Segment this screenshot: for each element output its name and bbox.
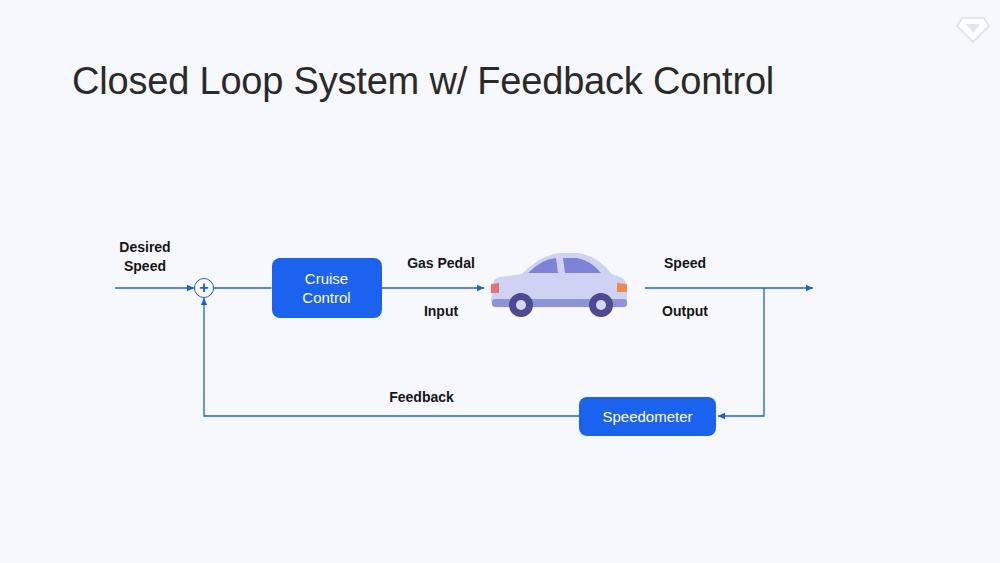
input-wire <box>381 287 484 288</box>
node-text: Speedometer <box>602 407 692 426</box>
logo-shape <box>957 18 989 42</box>
sensor-box: Speedometer <box>579 397 716 436</box>
wheel-hub <box>516 300 526 310</box>
sensor-wire <box>718 288 764 416</box>
wheel-hub <box>596 300 606 310</box>
node-text: + <box>199 280 208 296</box>
wheel <box>509 293 533 317</box>
node-text: Cruise Control <box>282 269 372 307</box>
head-light <box>617 283 627 292</box>
wheel <box>589 293 613 317</box>
process-box: Cruise Control <box>272 258 382 318</box>
input-wire <box>115 287 194 288</box>
signal-label: Speed <box>664 254 706 273</box>
car-window <box>528 258 558 273</box>
signal-connector <box>214 287 272 288</box>
summing-junction: + <box>194 278 214 298</box>
signal-label: Desired Speed <box>110 238 180 276</box>
car-window <box>563 258 601 273</box>
diagram-title: Closed Loop System w/ Feedback Control <box>72 60 774 103</box>
signal-label: Output <box>662 302 708 321</box>
logo-inner <box>966 24 980 33</box>
signal-connector <box>204 298 579 416</box>
car-illustration <box>491 253 627 317</box>
signal-label: Gas Pedal <box>407 254 475 273</box>
tail-light <box>491 283 499 293</box>
edge-label: Feedback <box>389 388 454 407</box>
output-wire <box>645 287 813 288</box>
logo-mark <box>957 18 989 42</box>
signal-label: Input <box>424 302 458 321</box>
